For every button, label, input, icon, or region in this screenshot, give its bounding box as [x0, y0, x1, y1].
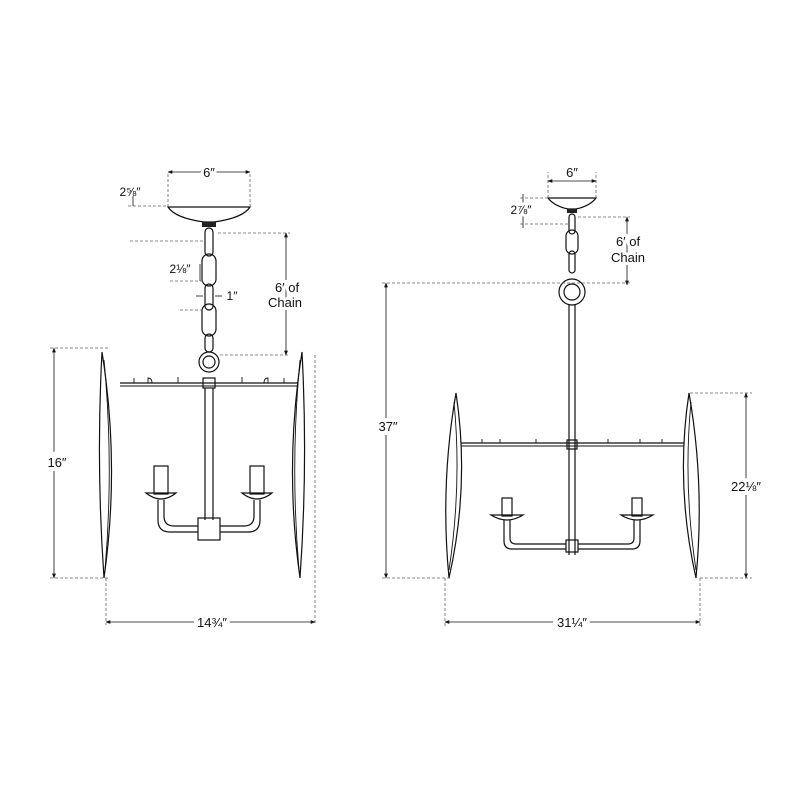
- left-link-width-label: 1″: [227, 289, 239, 303]
- right-canopy: [546, 197, 598, 213]
- left-chain: [198, 227, 220, 373]
- right-width-label: 31¼″: [557, 615, 587, 630]
- left-canopy-height-label: 2⅝″: [120, 185, 142, 199]
- left-height-label: 16″: [47, 455, 66, 470]
- left-width-label: 14¾″: [197, 615, 227, 630]
- left-canopy: [166, 206, 252, 227]
- right-chain: [558, 213, 586, 306]
- right-overall-height-label: 37″: [378, 419, 397, 434]
- left-link-length-label: 2⅛″: [170, 262, 192, 276]
- left-canopy-width-label: 6″: [203, 165, 215, 180]
- left-candle-arms: [144, 465, 274, 541]
- right-candle-arms: [488, 497, 656, 553]
- right-chain-label-2: Chain: [611, 250, 645, 265]
- left-crossbar: [120, 377, 298, 389]
- left-fixture: 6″ 2⅝″ 2⅛″ 1″ 6′ of Chain 16″ 14¾″: [43, 162, 316, 634]
- left-chain-label-2: Chain: [268, 295, 302, 310]
- right-chain-label-1: 6′ of: [616, 234, 641, 249]
- right-shade-height-label: 22⅛″: [731, 479, 761, 494]
- right-fixture: 6″ 2⅞″ 6′ of Chain 37″ 22⅛″ 31¼″: [374, 165, 765, 634]
- right-crossbar: [455, 439, 690, 450]
- right-canopy-width-label: 6″: [566, 165, 578, 180]
- right-shades: [445, 392, 700, 579]
- right-canopy-height-label: 2⅞″: [511, 203, 533, 217]
- left-chain-label-1: 6′ of: [275, 280, 300, 295]
- left-shades: [98, 351, 306, 579]
